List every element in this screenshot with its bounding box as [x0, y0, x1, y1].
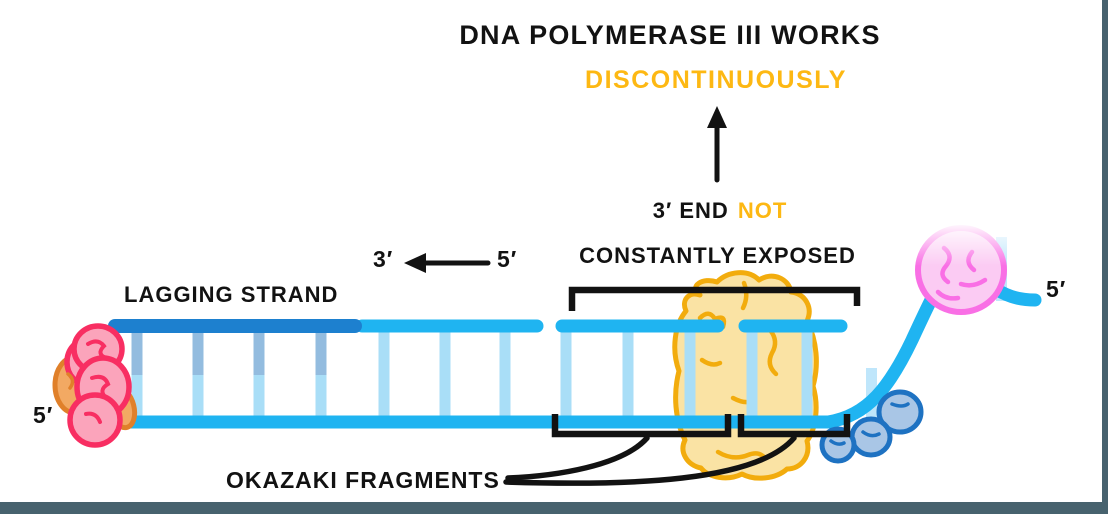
- lagging-strand-label: LAGGING STRAND: [124, 282, 339, 307]
- five-prime-label-top: 5′: [497, 246, 518, 272]
- heading-line1: DNA POLYMERASE III WORKS: [459, 20, 881, 50]
- heading-line2: DISCONTINUOUSLY: [585, 66, 847, 94]
- dna-rung-light: [378, 322, 813, 420]
- three-prime-label: 3′: [373, 246, 394, 272]
- up-arrow-icon: [707, 106, 727, 183]
- left-direction-arrow-icon: [404, 253, 491, 273]
- callout-not-text: NOT: [737, 198, 788, 223]
- okazaki-bracket-1: [551, 414, 732, 438]
- dna-rung-two-tone: [131, 322, 327, 420]
- okazaki-fragments-label: OKAZAKI FRAGMENTS: [226, 467, 500, 493]
- callout-line1: 3′ END NOT: [600, 200, 840, 222]
- replication-fork-blob: [908, 222, 1014, 315]
- polymerase-blob-left: [52, 323, 138, 448]
- constantly-exposed-bracket: [568, 286, 861, 311]
- dna-rungs: [131, 322, 813, 420]
- five-prime-label-left: 5′: [33, 402, 54, 428]
- callout-3-end-text: 3′ END: [652, 198, 729, 223]
- okazaki-connector-curve-2: [503, 435, 797, 486]
- frame-right-edge: [1102, 0, 1108, 514]
- exposed-region-highlight-blob: [672, 270, 819, 481]
- frame-bottom-edge: [0, 502, 1108, 514]
- five-prime-label-right: 5′: [1046, 276, 1067, 302]
- okazaki-bracket-2: [737, 414, 851, 438]
- callout-line2: CONSTANTLY EXPOSED: [579, 243, 856, 268]
- okazaki-connector-curve-1: [505, 435, 650, 481]
